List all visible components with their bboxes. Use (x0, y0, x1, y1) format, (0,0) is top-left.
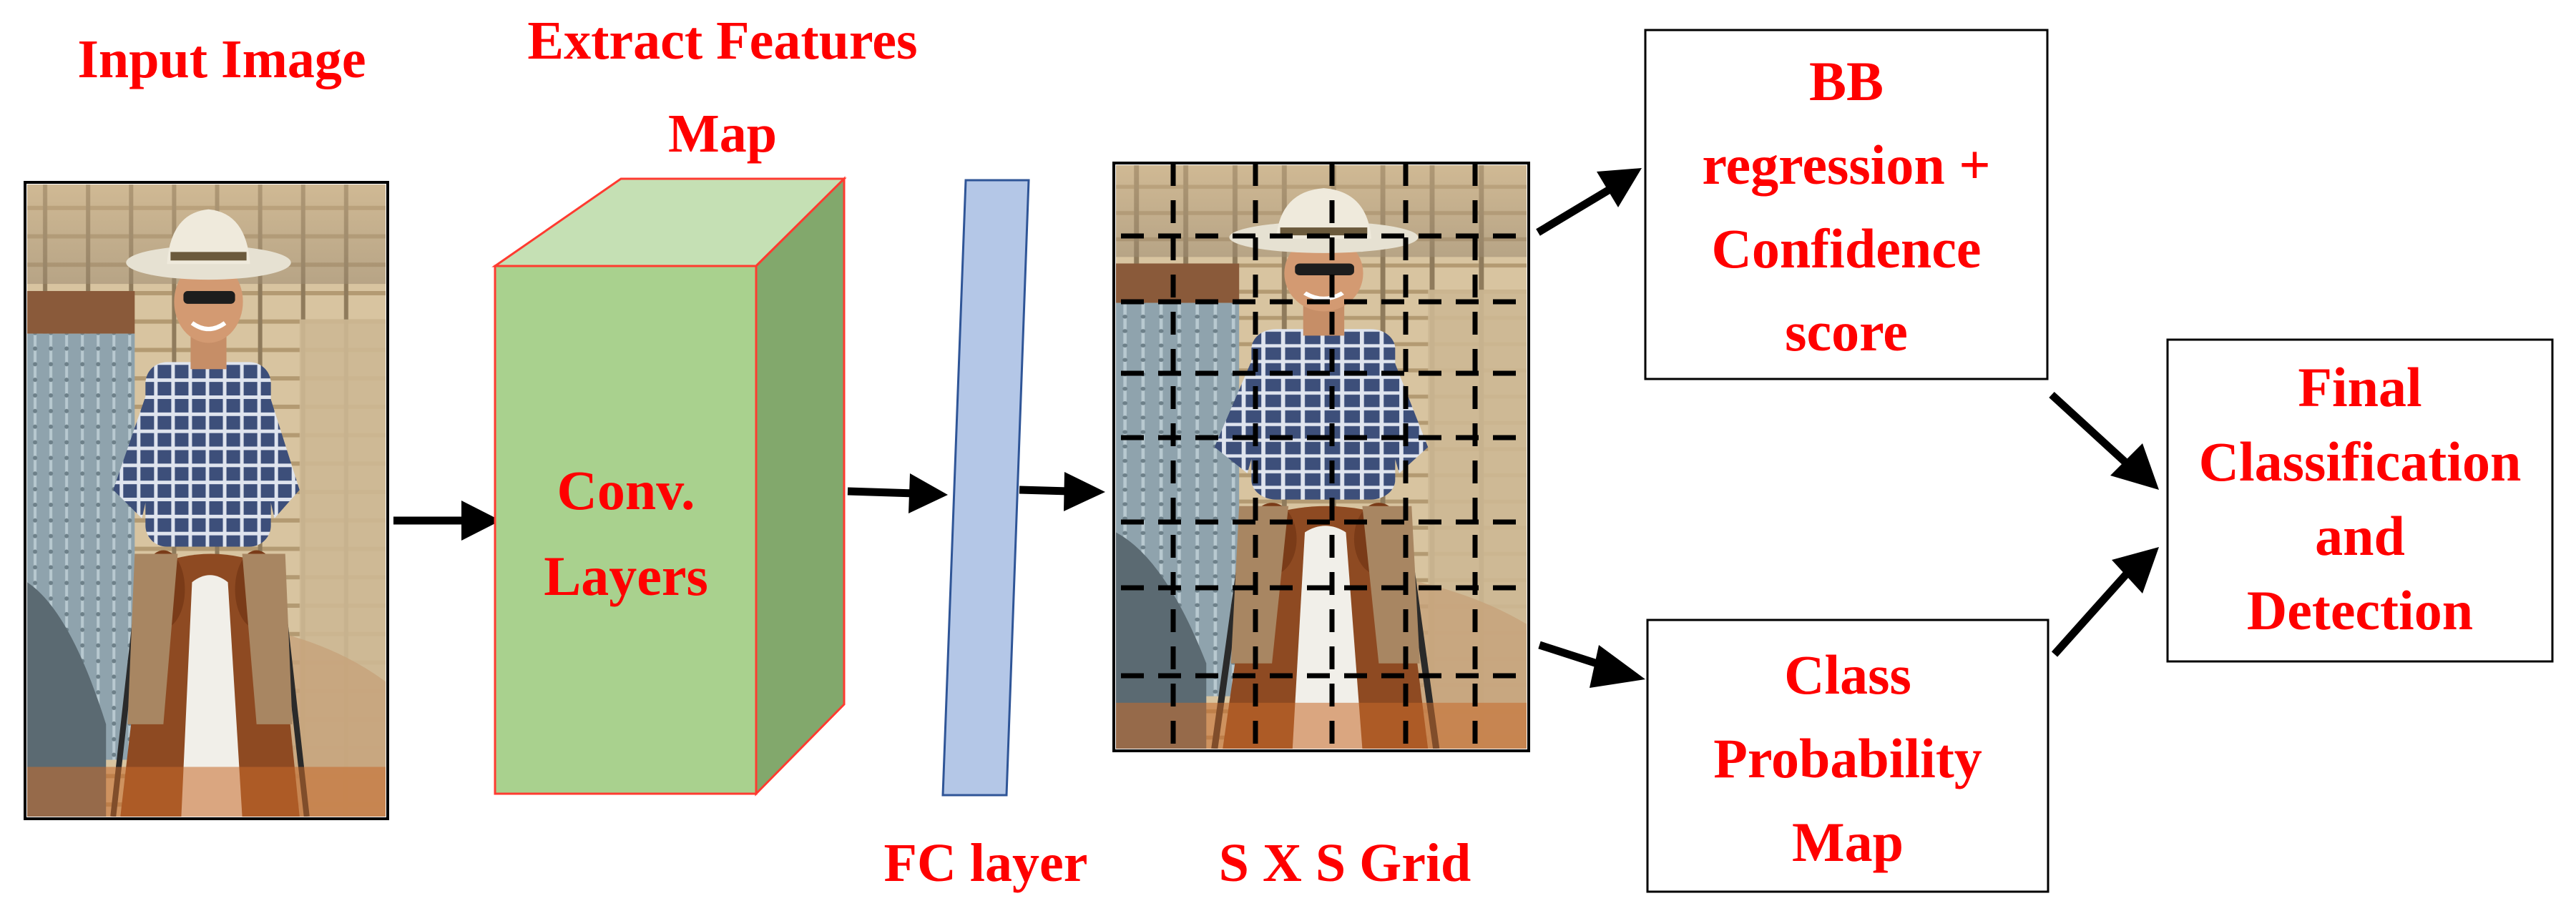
bb-label-4: score (1785, 300, 1908, 363)
input-image-label: Input Image (77, 29, 366, 89)
conv-box-front (494, 265, 758, 795)
class-probability-box (1646, 619, 2049, 893)
final-label-2: Classification (2199, 430, 2522, 493)
grid-lines (1121, 163, 1529, 751)
final-classification-box (2166, 338, 2554, 663)
arrow-bb-to-final (2049, 391, 2159, 490)
final-label-4: Detection (2247, 579, 2473, 641)
grid-label: S X S Grid (1219, 833, 1471, 893)
input-image (24, 181, 389, 820)
bb-regression-box (1644, 29, 2049, 380)
class-label-2: Probability (1713, 727, 1982, 789)
bb-label-2: regression + (1702, 134, 1990, 196)
fc-layer-bar (941, 179, 1030, 797)
final-label-3: and (2315, 505, 2405, 567)
bb-label-1: BB (1809, 50, 1884, 112)
arrow-grid-to-class (1538, 641, 1645, 688)
extract-features-label: Extract Features (527, 11, 917, 71)
class-label-1: Class (1784, 644, 1911, 706)
arrow-grid-to-bb (1536, 168, 1642, 236)
final-label-1: Final (2298, 356, 2421, 418)
class-label-3: Map (1792, 811, 1904, 873)
arrow-class-to-final (2051, 547, 2159, 657)
arrow-input-to-conv (393, 501, 501, 541)
conv-layers-box (491, 176, 847, 797)
layers-label: Layers (544, 545, 708, 607)
bb-label-3: Confidence (1712, 217, 1982, 280)
conv-box-side (755, 176, 846, 797)
fc-layer-label: FC layer (884, 833, 1088, 893)
grid-image (1112, 162, 1530, 752)
conv-label: Conv. (557, 459, 695, 521)
arrow-fc-to-grid (1019, 472, 1105, 511)
extract-features-map-label: Map (668, 104, 777, 164)
arrow-conv-to-fc (847, 473, 948, 513)
